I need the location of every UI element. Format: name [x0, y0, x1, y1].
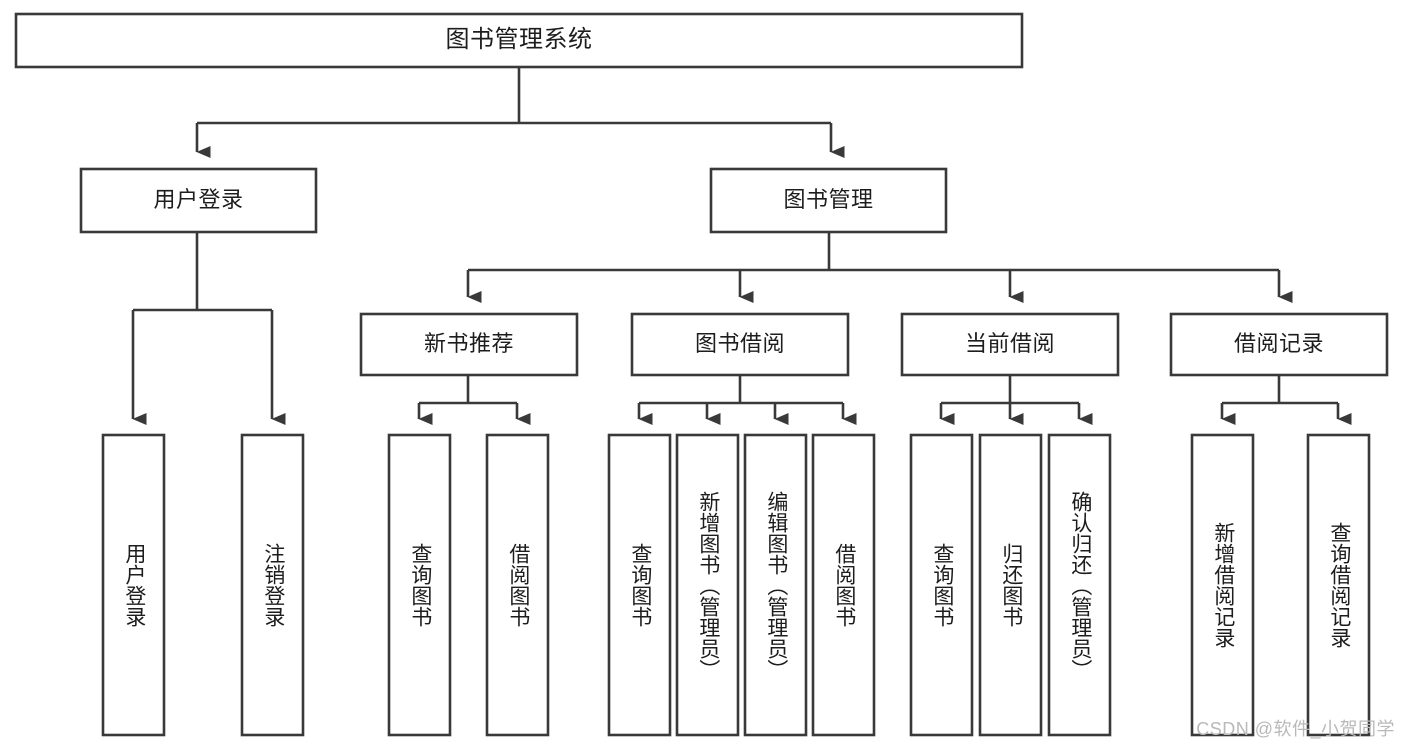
node-leaf-logout[interactable]	[240, 433, 305, 737]
node-leaf-query-record[interactable]	[1306, 433, 1371, 737]
node-leaf-return-book[interactable]	[978, 433, 1043, 737]
node-leaf-borrow-book-2[interactable]	[811, 433, 876, 737]
node-current-borrow[interactable]	[900, 312, 1120, 377]
node-leaf-add-record[interactable]	[1190, 433, 1255, 737]
node-leaf-add-book[interactable]	[675, 433, 740, 737]
node-leaf-edit-book[interactable]	[743, 433, 808, 737]
node-leaf-user-login[interactable]	[101, 433, 166, 737]
nodes-layer	[14, 12, 1389, 737]
node-book-borrow[interactable]	[630, 312, 850, 377]
node-borrow-record[interactable]	[1169, 312, 1389, 377]
edges-layer	[131, 67, 1352, 425]
node-leaf-query-book-2[interactable]	[607, 433, 672, 737]
node-new-book-rec[interactable]	[359, 312, 579, 377]
node-book-manage[interactable]	[709, 167, 948, 234]
node-leaf-query-book-1[interactable]	[387, 433, 452, 737]
node-leaf-borrow-book-1[interactable]	[485, 433, 550, 737]
node-leaf-query-book-3[interactable]	[909, 433, 974, 737]
node-user-login[interactable]	[79, 167, 318, 234]
node-leaf-confirm-return[interactable]	[1047, 433, 1112, 737]
node-root[interactable]	[14, 12, 1024, 69]
